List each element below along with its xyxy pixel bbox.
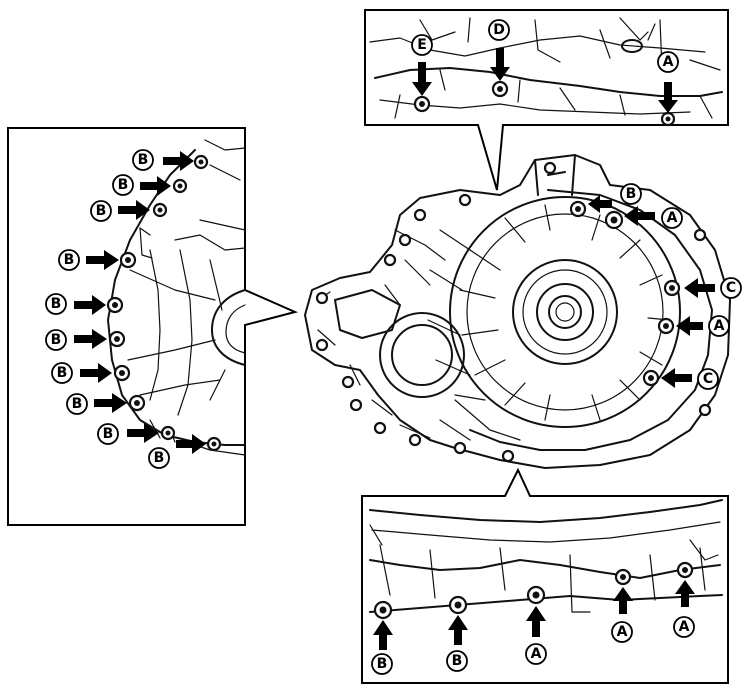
left-bolt-b4 [119, 251, 137, 269]
callout-bottom-b2: B [446, 650, 468, 672]
callout-left-b6: B [45, 329, 67, 351]
svg-text:C: C [726, 280, 736, 296]
top-bolt-e [413, 95, 431, 113]
top-bolt-a [660, 111, 676, 127]
left-bolt-b6 [108, 330, 126, 348]
main-arrow-a1 [624, 206, 655, 226]
callout-main-b: B [620, 183, 642, 205]
callout-top-a: A [657, 51, 679, 73]
callout-left-b3: B [90, 200, 112, 222]
svg-text:B: B [51, 296, 62, 312]
svg-text:A: A [663, 54, 674, 70]
main-arrows [588, 195, 715, 388]
top-arrow-d [490, 48, 510, 81]
svg-text:B: B [138, 152, 149, 168]
svg-text:B: B [118, 177, 129, 193]
svg-text:B: B [154, 450, 165, 466]
callout-bottom-a1: A [525, 643, 547, 665]
bottom-bolt-a3 [676, 561, 694, 579]
left-arrows [74, 151, 206, 454]
callout-labels: E D A B A C A C B B B B B B B B B B B B … [45, 19, 742, 675]
svg-text:A: A [667, 210, 678, 226]
svg-text:B: B [103, 426, 114, 442]
bottom-bolt-a1 [526, 585, 546, 605]
svg-text:B: B [51, 332, 62, 348]
left-bolt-b3 [152, 202, 168, 218]
callout-main-a2: A [708, 315, 730, 337]
svg-text:E: E [417, 37, 427, 53]
transaxle-case-drawing [304, 154, 731, 469]
bottom-arrow-a1 [526, 606, 546, 637]
main-arrow-c1 [684, 278, 715, 298]
callout-left-b4: B [58, 249, 80, 271]
main-arrow-a2 [676, 316, 703, 336]
svg-text:B: B [377, 656, 388, 672]
callout-left-b5: B [45, 293, 67, 315]
left-bolt-b1 [193, 154, 209, 170]
bottom-arrow-b1 [373, 620, 393, 650]
main-bolt-c1 [663, 279, 681, 297]
top-arrow-e [412, 62, 432, 96]
bottom-arrow-b2 [448, 615, 468, 645]
left-bolt-b8 [128, 394, 146, 412]
svg-text:B: B [626, 186, 637, 202]
top-arrow-a [658, 82, 678, 113]
left-bolt-b7 [113, 364, 131, 382]
svg-text:A: A [679, 619, 690, 635]
left-bolt-b9 [160, 425, 176, 441]
main-bolt-c2 [642, 369, 660, 387]
main-bolt-b [569, 200, 587, 218]
main-arrow-b [588, 195, 612, 213]
bottom-bolt-b1 [373, 600, 393, 620]
left-bolt-b5 [106, 296, 124, 314]
svg-text:B: B [64, 252, 75, 268]
callout-left-b1: B [132, 149, 154, 171]
main-bolt-a2 [657, 317, 675, 335]
bottom-bolt-a2 [614, 568, 632, 586]
callout-main-c2: C [697, 368, 719, 390]
callout-main-a1: A [661, 207, 683, 229]
svg-text:A: A [617, 624, 628, 640]
main-arrow-c2 [661, 368, 692, 388]
svg-text:A: A [531, 646, 542, 662]
top-bolt-d [491, 80, 509, 98]
svg-text:B: B [72, 396, 83, 412]
left-inset [7, 127, 299, 526]
svg-text:B: B [96, 203, 107, 219]
callout-top-d: D [488, 19, 510, 41]
callout-left-b10: B [148, 447, 170, 469]
callout-bottom-b1: B [371, 653, 393, 675]
callout-left-b8: B [66, 393, 88, 415]
svg-text:D: D [493, 22, 505, 38]
bottom-inset [361, 467, 729, 684]
bottom-arrow-a3 [675, 580, 695, 607]
left-bolt-b2 [172, 178, 188, 194]
top-inset [364, 9, 729, 191]
main-bolt-a1 [604, 210, 624, 230]
svg-text:B: B [452, 653, 463, 669]
left-bolts [106, 154, 222, 452]
callout-top-e: E [411, 34, 433, 56]
callout-bottom-a3: A [673, 616, 695, 638]
callout-left-b9: B [97, 423, 119, 445]
svg-text:B: B [57, 365, 68, 381]
svg-text:C: C [703, 371, 713, 387]
callout-left-b2: B [112, 174, 134, 196]
case-bolt-heads [315, 161, 712, 463]
bottom-bolt-b2 [448, 595, 468, 615]
svg-text:A: A [714, 318, 725, 334]
bottom-arrow-a2 [613, 587, 633, 614]
left-bolt-b10 [206, 436, 222, 452]
callout-left-b7: B [51, 362, 73, 384]
callout-bottom-a2: A [611, 621, 633, 643]
callout-main-c1: C [720, 277, 742, 299]
